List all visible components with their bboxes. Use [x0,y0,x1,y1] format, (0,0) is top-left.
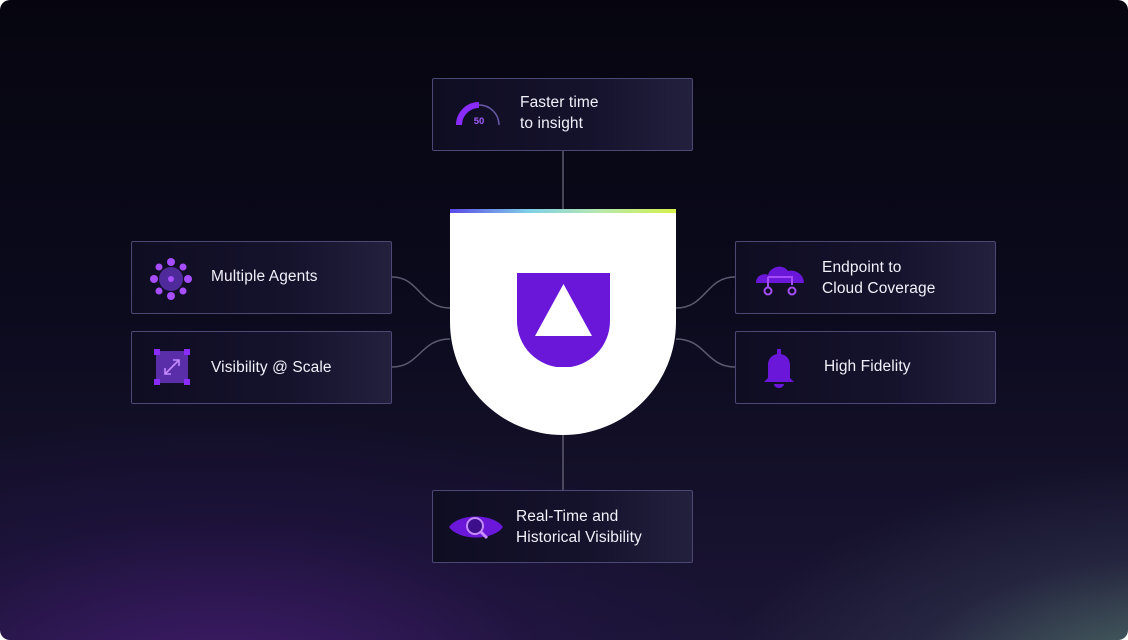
card-label: Real-Time and Historical Visibility [516,508,642,546]
gauge-value: 50 [474,116,485,127]
card-realtime-historical: Real-Time and Historical Visibility [432,490,693,563]
card-multiple-agents: Multiple Agents [131,241,392,314]
eye-search-icon [449,516,503,540]
cloud-network-icon [756,266,804,296]
card-high-fidelity: High Fidelity [735,331,996,404]
expand-arrows-icon [154,349,190,385]
connector-fidelity [675,338,736,368]
card-label: Visibility @ Scale [211,359,332,376]
card-label: Multiple Agents [211,268,318,285]
bell-icon [764,349,794,388]
card-label: Endpoint to Cloud Coverage [822,259,936,297]
card-endpoint-cloud: Endpoint to Cloud Coverage [735,241,996,314]
connector-agents [391,276,451,309]
gauge-icon: 50 [456,102,500,127]
card-label: High Fidelity [824,358,911,375]
connector-visibility-scale [391,338,451,368]
shield-gradient-bar [450,209,676,213]
connector-endpoint [675,276,736,309]
network-nodes-icon [150,258,192,300]
card-label: Faster time to insight [520,94,599,132]
card-visibility-scale: Visibility @ Scale [131,331,392,404]
brand-shield-logo [517,273,610,367]
card-faster-insight: 50 Faster time to insight [432,78,693,151]
